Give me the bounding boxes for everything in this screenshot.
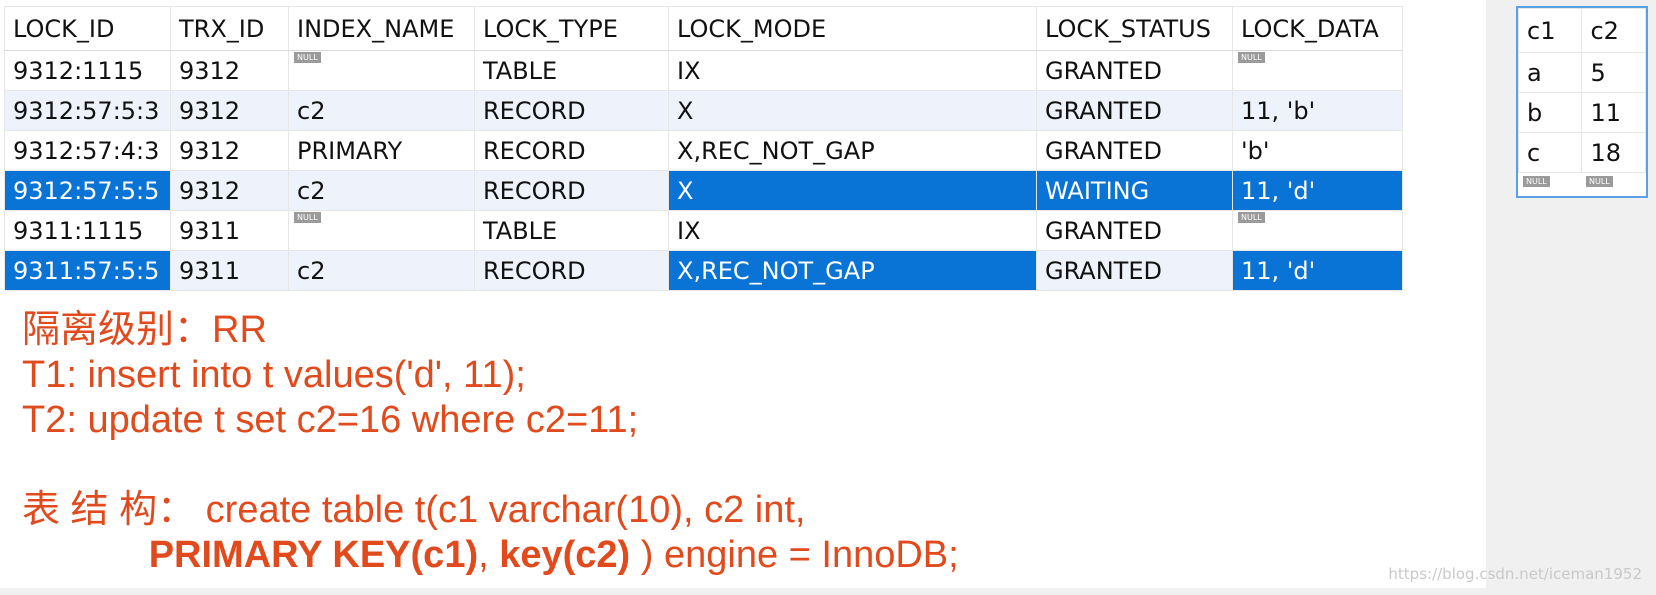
lock-id-cell[interactable]: 9312:57:4:3 — [4, 130, 171, 171]
column-header-c2[interactable]: c2 — [1581, 8, 1646, 53]
c1-cell[interactable]: b — [1517, 92, 1583, 133]
column-header-lock-mode[interactable]: LOCK_MODE — [668, 6, 1037, 51]
c1-cell[interactable]: a — [1517, 52, 1583, 93]
table-row[interactable]: 9312:57:4:3 9312 PRIMARY RECORD X,REC_NO… — [4, 130, 1403, 171]
table-structure-keys-line: PRIMARY KEY(c1), key(c2) ) engine = Inno… — [22, 533, 959, 578]
isolation-level-note: 隔离级别：RR — [22, 309, 267, 351]
data-locks-grid[interactable]: LOCK_ID TRX_ID INDEX_NAME LOCK_TYPE LOCK… — [4, 6, 1403, 291]
trx-id-cell[interactable]: 9312 — [170, 90, 289, 131]
trx-id-cell[interactable]: 9312 — [170, 130, 289, 171]
c2-cell[interactable]: 11 — [1581, 92, 1646, 133]
column-header-lock-status[interactable]: LOCK_STATUS — [1036, 6, 1233, 51]
blank-line — [22, 443, 959, 488]
lock-mode-cell[interactable]: X — [668, 90, 1037, 131]
watermark: https://blog.csdn.net/iceman1952 — [1388, 565, 1642, 583]
lock-id-cell[interactable]: 9311:57:5:5 — [4, 250, 171, 291]
table-row[interactable]: a 5 — [1517, 52, 1646, 93]
lock-status-cell[interactable]: GRANTED — [1036, 50, 1233, 91]
secondary-key-definition: key(c2) — [499, 534, 631, 576]
null-badge: NULL — [294, 212, 321, 223]
new-row-placeholder[interactable]: NULL NULL — [1518, 174, 1646, 196]
lock-mode-cell[interactable]: IX — [668, 210, 1037, 251]
index-name-cell[interactable]: PRIMARY — [288, 130, 475, 171]
lock-data-cell[interactable]: 11, 'b' — [1232, 90, 1403, 131]
column-header-lock-data[interactable]: LOCK_DATA — [1232, 6, 1403, 51]
index-name-cell[interactable]: c2 — [288, 170, 475, 211]
column-header-trx-id[interactable]: TRX_ID — [170, 6, 289, 51]
lock-status-cell[interactable]: GRANTED — [1036, 130, 1233, 171]
lock-data-cell[interactable]: 11, 'd' — [1232, 170, 1403, 211]
lock-type-cell[interactable]: TABLE — [474, 210, 669, 251]
null-badge: NULL — [1523, 176, 1550, 187]
table-row[interactable]: 9311:57:5:5 9311 c2 RECORD X,REC_NOT_GAP… — [4, 250, 1403, 291]
t1-statement-note: T1: insert into t values('d', 11); — [22, 354, 526, 396]
trx-id-cell[interactable]: 9312 — [170, 170, 289, 211]
separator: , — [478, 534, 500, 576]
primary-key-definition: PRIMARY KEY(c1) — [148, 534, 479, 576]
column-header-lock-id[interactable]: LOCK_ID — [4, 6, 171, 51]
grid-header-row: c1 c2 — [1517, 8, 1646, 53]
table-row[interactable]: 9311:1115 9311 NULL TABLE IX GRANTED NUL… — [4, 210, 1403, 251]
indent — [22, 534, 149, 576]
table-row[interactable]: 9312:57:5:5 9312 c2 RECORD X WAITING 11,… — [4, 170, 1403, 211]
c1-cell[interactable]: c — [1517, 132, 1583, 173]
lock-data-cell[interactable]: 11, 'd' — [1232, 250, 1403, 291]
lock-type-cell[interactable]: RECORD — [474, 130, 669, 171]
table-structure-note: 表 结 构： create table t(c1 varchar(10), c2… — [22, 489, 806, 531]
index-name-cell[interactable]: c2 — [288, 250, 475, 291]
lock-mode-cell[interactable]: X,REC_NOT_GAP — [668, 130, 1037, 171]
c2-cell[interactable]: 18 — [1581, 132, 1646, 173]
table-row[interactable]: b 11 — [1517, 92, 1646, 133]
column-header-c1[interactable]: c1 — [1517, 8, 1583, 53]
index-name-cell[interactable]: NULL — [288, 50, 475, 91]
table-row[interactable]: 9312:57:5:3 9312 c2 RECORD X GRANTED 11,… — [4, 90, 1403, 131]
lock-id-cell[interactable]: 9312:1115 — [4, 50, 171, 91]
index-name-cell[interactable]: NULL — [288, 210, 475, 251]
lock-type-cell[interactable]: RECORD — [474, 170, 669, 211]
null-badge: NULL — [294, 52, 321, 63]
engine-clause: ) engine = InnoDB; — [630, 534, 959, 576]
lock-id-cell[interactable]: 9311:1115 — [4, 210, 171, 251]
index-name-cell[interactable]: c2 — [288, 90, 475, 131]
lock-status-cell[interactable]: WAITING — [1036, 170, 1233, 211]
table-row[interactable]: c 18 — [1517, 132, 1646, 173]
lock-data-cell[interactable]: NULL — [1232, 50, 1403, 91]
lock-mode-cell[interactable]: X — [668, 170, 1037, 211]
column-header-index-name[interactable]: INDEX_NAME — [288, 6, 475, 51]
lock-status-cell[interactable]: GRANTED — [1036, 250, 1233, 291]
null-badge: NULL — [1238, 52, 1265, 63]
lock-id-cell[interactable]: 9312:57:5:5 — [4, 170, 171, 211]
notes-text-block: 隔离级别：RR T1: insert into t values('d', 11… — [22, 308, 959, 578]
trx-id-cell[interactable]: 9311 — [170, 250, 289, 291]
c2-cell[interactable]: 5 — [1581, 52, 1646, 93]
lock-mode-cell[interactable]: X,REC_NOT_GAP — [668, 250, 1037, 291]
null-badge: NULL — [1238, 212, 1265, 223]
lock-type-cell[interactable]: RECORD — [474, 90, 669, 131]
lock-type-cell[interactable]: TABLE — [474, 50, 669, 91]
lock-data-cell[interactable]: 'b' — [1232, 130, 1403, 171]
column-header-lock-type[interactable]: LOCK_TYPE — [474, 6, 669, 51]
null-badge: NULL — [1586, 176, 1613, 187]
trx-id-cell[interactable]: 9311 — [170, 210, 289, 251]
lock-type-cell[interactable]: RECORD — [474, 250, 669, 291]
lock-status-cell[interactable]: GRANTED — [1036, 210, 1233, 251]
lock-status-cell[interactable]: GRANTED — [1036, 90, 1233, 131]
trx-id-cell[interactable]: 9312 — [170, 50, 289, 91]
lock-mode-cell[interactable]: IX — [668, 50, 1037, 91]
table-row[interactable]: 9312:1115 9312 NULL TABLE IX GRANTED NUL… — [4, 50, 1403, 91]
table-data-panel: c1 c2 a 5 b 11 c 18 NULL NULL — [1516, 6, 1648, 198]
query-result-panel: LOCK_ID TRX_ID INDEX_NAME LOCK_TYPE LOCK… — [0, 0, 1486, 588]
t2-statement-note: T2: update t set c2=16 where c2=11; — [22, 399, 639, 441]
lock-data-cell[interactable]: NULL — [1232, 210, 1403, 251]
table-t-data-grid[interactable]: c1 c2 a 5 b 11 c 18 — [1517, 8, 1646, 173]
lock-id-cell[interactable]: 9312:57:5:3 — [4, 90, 171, 131]
grid-header-row: LOCK_ID TRX_ID INDEX_NAME LOCK_TYPE LOCK… — [4, 6, 1403, 51]
